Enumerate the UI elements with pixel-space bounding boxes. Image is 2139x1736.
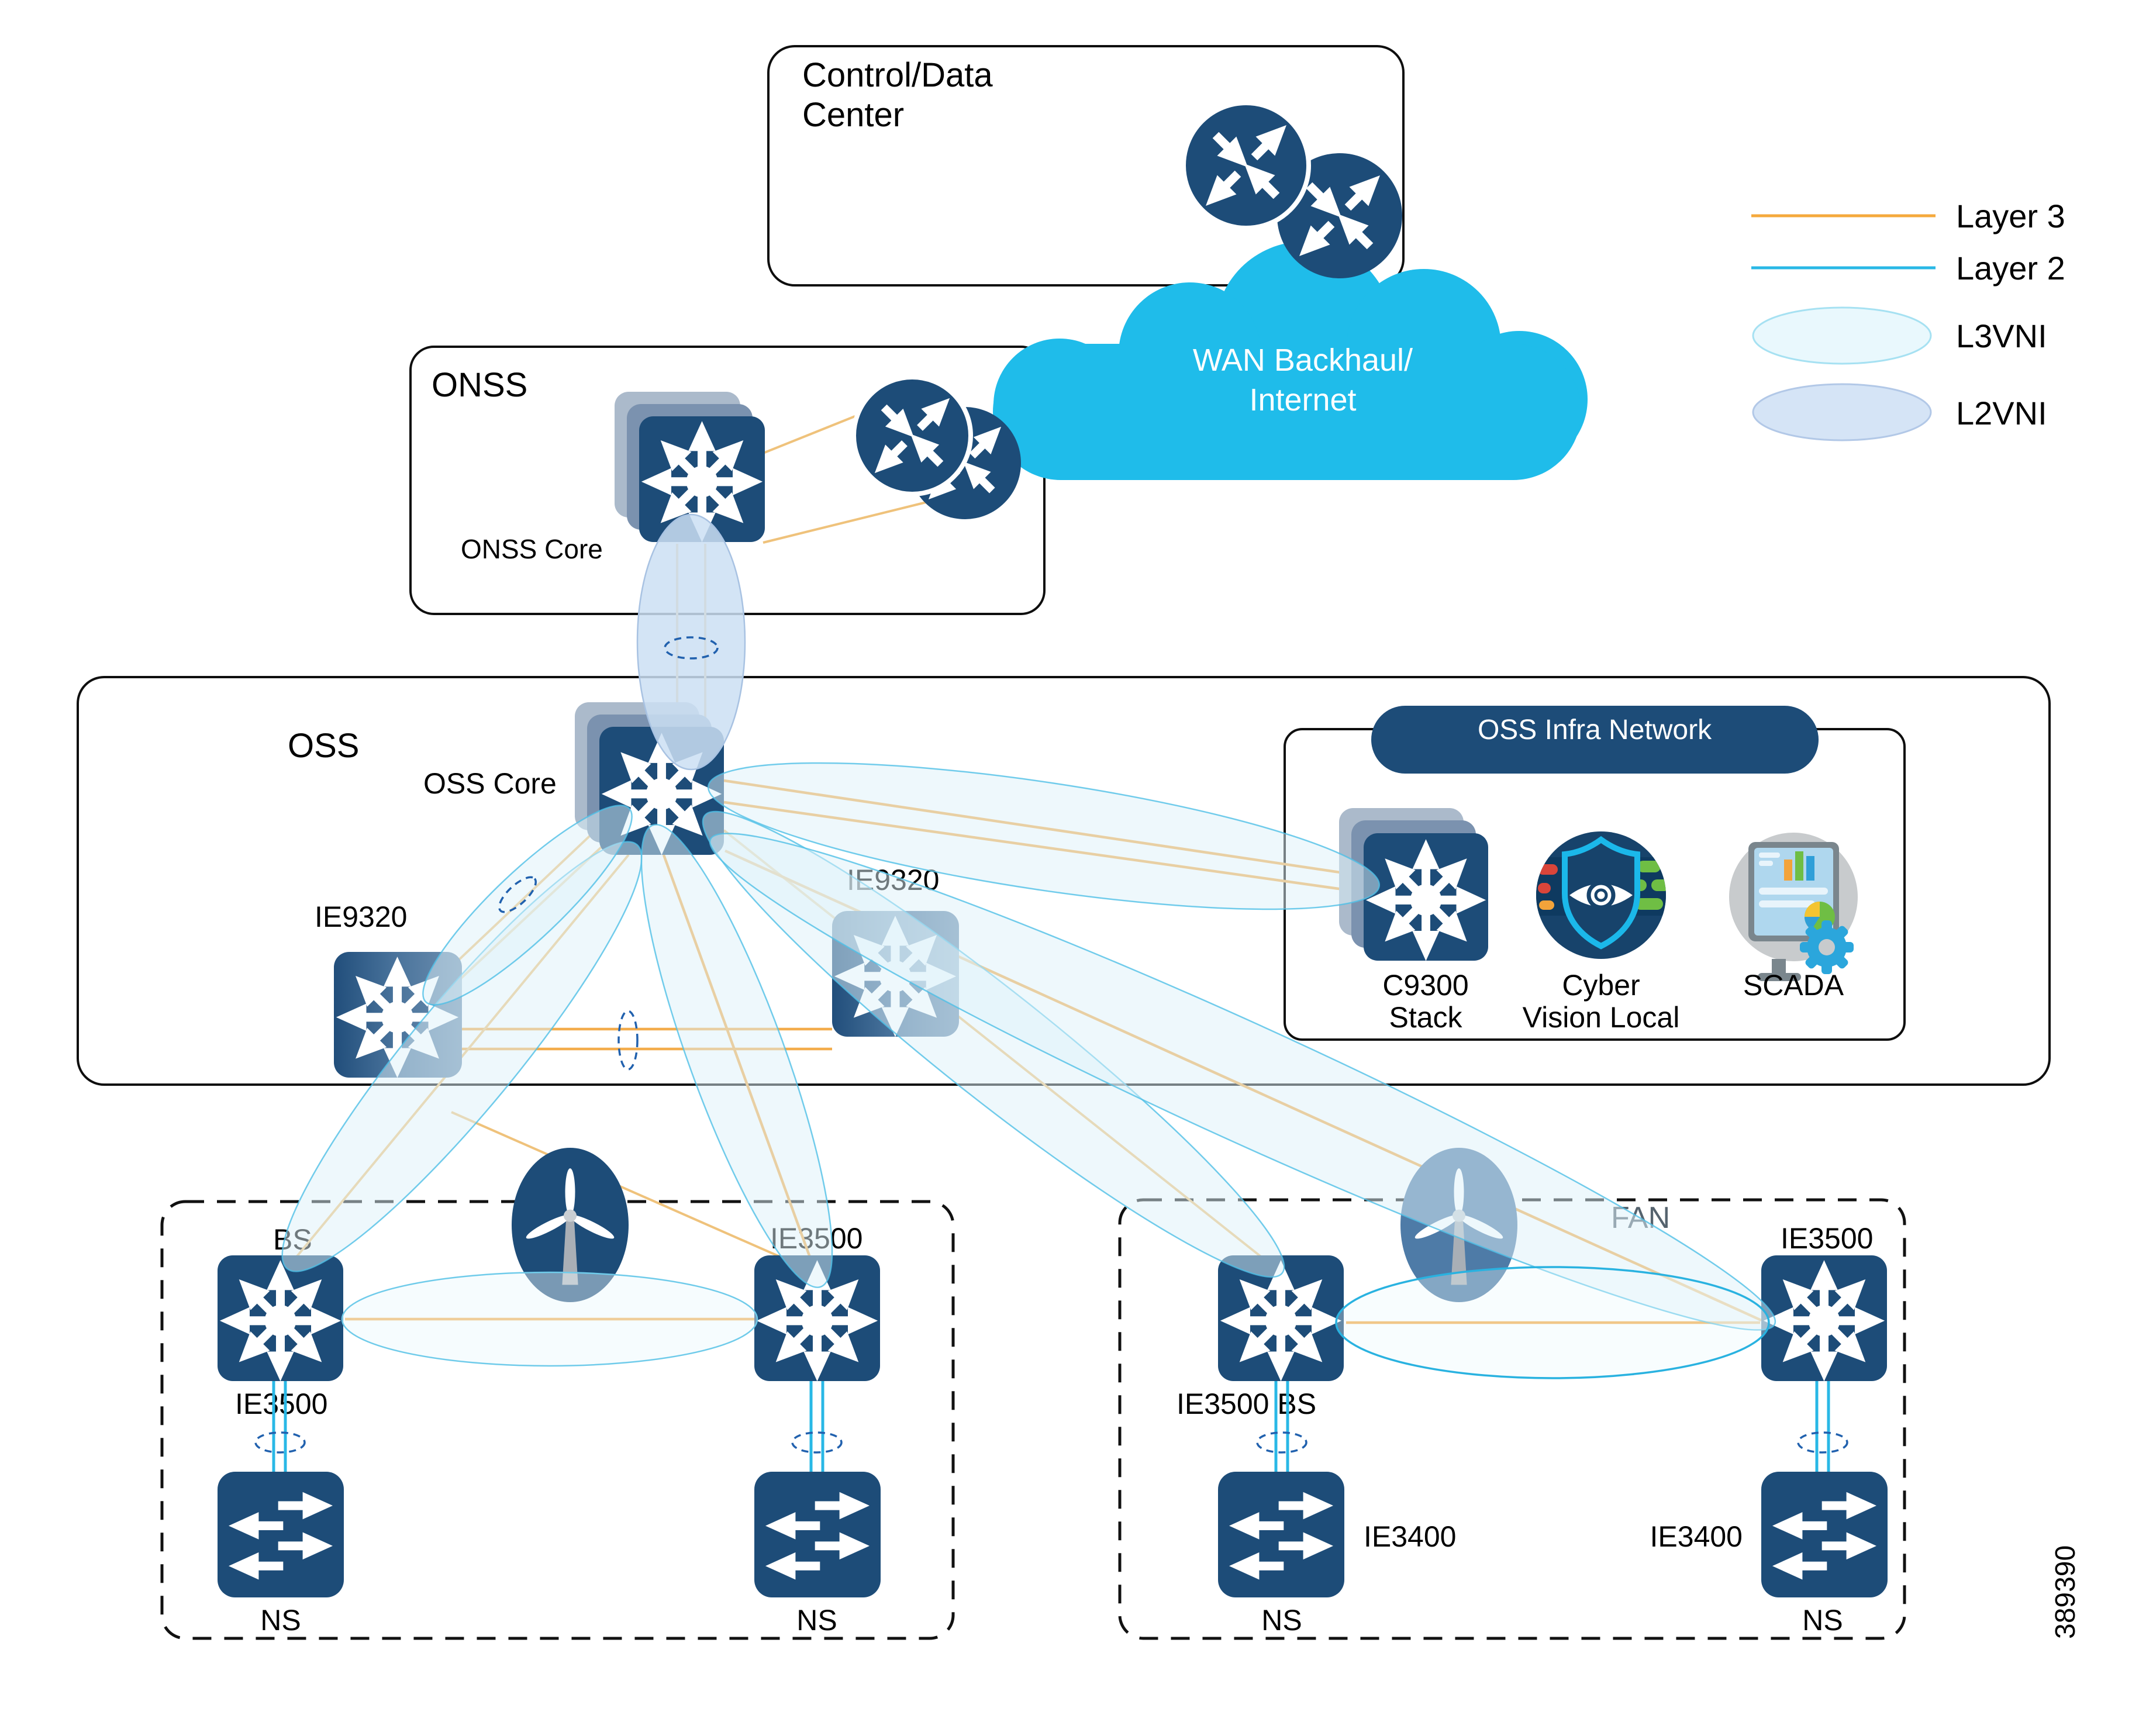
ie3400-left-label: IE3400 bbox=[1364, 1520, 1456, 1553]
ns-switch-4 bbox=[1761, 1472, 1888, 1597]
dashed-vni-markers bbox=[254, 636, 1848, 1454]
l3vni-oss-to-ie3500-right bbox=[709, 833, 1776, 1331]
l3vni-fan-left-link bbox=[341, 1271, 758, 1367]
legend: Layer 3 Layer 2 L3VNI L2VNI bbox=[1751, 198, 2065, 441]
cyber-vision-icon bbox=[1536, 831, 1666, 959]
bs-right-switch bbox=[1218, 1255, 1344, 1381]
cyber-vision-label-line1: Cyber bbox=[1562, 969, 1640, 1002]
ns-switch-3 bbox=[1218, 1472, 1344, 1597]
layer2-links bbox=[272, 1381, 1830, 1473]
scada-monitor-icon bbox=[1729, 833, 1858, 981]
l3vni-oss-to-ie3500-left bbox=[640, 824, 833, 1288]
onss-core-label: ONSS Core bbox=[461, 534, 603, 564]
legend-l2vni-outline bbox=[1752, 383, 1932, 441]
ns-switch-1 bbox=[218, 1472, 344, 1597]
control-center-label-line2: Center bbox=[802, 96, 904, 134]
l2vni-onss-oss bbox=[636, 513, 746, 771]
router-icon bbox=[1277, 153, 1402, 278]
gear-icon bbox=[1800, 920, 1854, 974]
control-data-center-box bbox=[767, 45, 1405, 287]
scada-label: SCADA bbox=[1743, 969, 1844, 1002]
c9300-label-line1: C9300 bbox=[1382, 969, 1468, 1002]
onss-label: ONSS bbox=[432, 366, 527, 404]
ns-label-4: NS bbox=[1802, 1604, 1843, 1637]
wan-cloud bbox=[993, 241, 1588, 480]
ie3400-right-label: IE3400 bbox=[1650, 1520, 1743, 1553]
legend-l2vni-label: L2VNI bbox=[1956, 395, 2047, 432]
legend-l2vni-ellipse bbox=[1753, 384, 1931, 440]
ie9320-left-label: IE9320 bbox=[315, 900, 407, 933]
c9300-stack bbox=[1339, 808, 1488, 961]
ie3500-right-switch bbox=[1761, 1255, 1887, 1381]
legend-layer2-label: Layer 2 bbox=[1956, 250, 2065, 287]
ns-switch-2 bbox=[754, 1472, 881, 1597]
router-icon bbox=[851, 375, 973, 496]
cyber-vision-label-line2: Vision Local bbox=[1523, 1001, 1680, 1034]
l3vni-oss-to-bs-left bbox=[281, 841, 643, 1272]
fan-left-box bbox=[160, 1200, 955, 1640]
onss-core-switch-stack bbox=[615, 392, 765, 542]
ie3500-left-switch bbox=[754, 1255, 880, 1381]
wind-turbine-icon bbox=[512, 1148, 629, 1302]
oss-infra-title-pill bbox=[1371, 706, 1819, 774]
control-center-label-line1: Control/Data bbox=[802, 56, 993, 94]
l2-fan-right-link bbox=[1335, 1266, 1770, 1379]
control-routers bbox=[1181, 101, 1402, 278]
onss-routers bbox=[851, 375, 1021, 519]
oss-label: OSS bbox=[288, 727, 360, 765]
ns-label-2: NS bbox=[796, 1604, 837, 1637]
oss-infra-title: OSS Infra Network bbox=[1478, 715, 1712, 746]
ie3500-bs-right-label: IE3500 BS bbox=[1177, 1388, 1316, 1420]
wan-label-line2: Internet bbox=[1249, 382, 1356, 417]
router-icon bbox=[1181, 101, 1311, 230]
ie3500-right-access-label: IE3500 bbox=[1781, 1222, 1873, 1255]
legend-layer3-label: Layer 3 bbox=[1956, 198, 2065, 234]
ns-label-1: NS bbox=[260, 1604, 301, 1637]
ns-label-3: NS bbox=[1261, 1604, 1302, 1637]
l3vni-oss-to-c9300 bbox=[707, 762, 1381, 910]
c9300-label-line2: Stack bbox=[1389, 1001, 1462, 1034]
figure-number: 389390 bbox=[2050, 1545, 2081, 1639]
wan-label-line1: WAN Backhaul/ bbox=[1193, 343, 1413, 378]
oss-core-label: OSS Core bbox=[423, 767, 557, 800]
legend-l3vni-outline bbox=[1752, 306, 1932, 365]
vni-overlays bbox=[281, 513, 1776, 1379]
bs-left-switch bbox=[218, 1255, 343, 1381]
legend-l3vni-label: L3VNI bbox=[1956, 317, 2047, 354]
l3vni-oss-to-ie9320 bbox=[422, 805, 633, 1006]
ie3500-left-label: IE3500 bbox=[235, 1388, 327, 1420]
legend-l3vni-ellipse bbox=[1753, 308, 1931, 364]
